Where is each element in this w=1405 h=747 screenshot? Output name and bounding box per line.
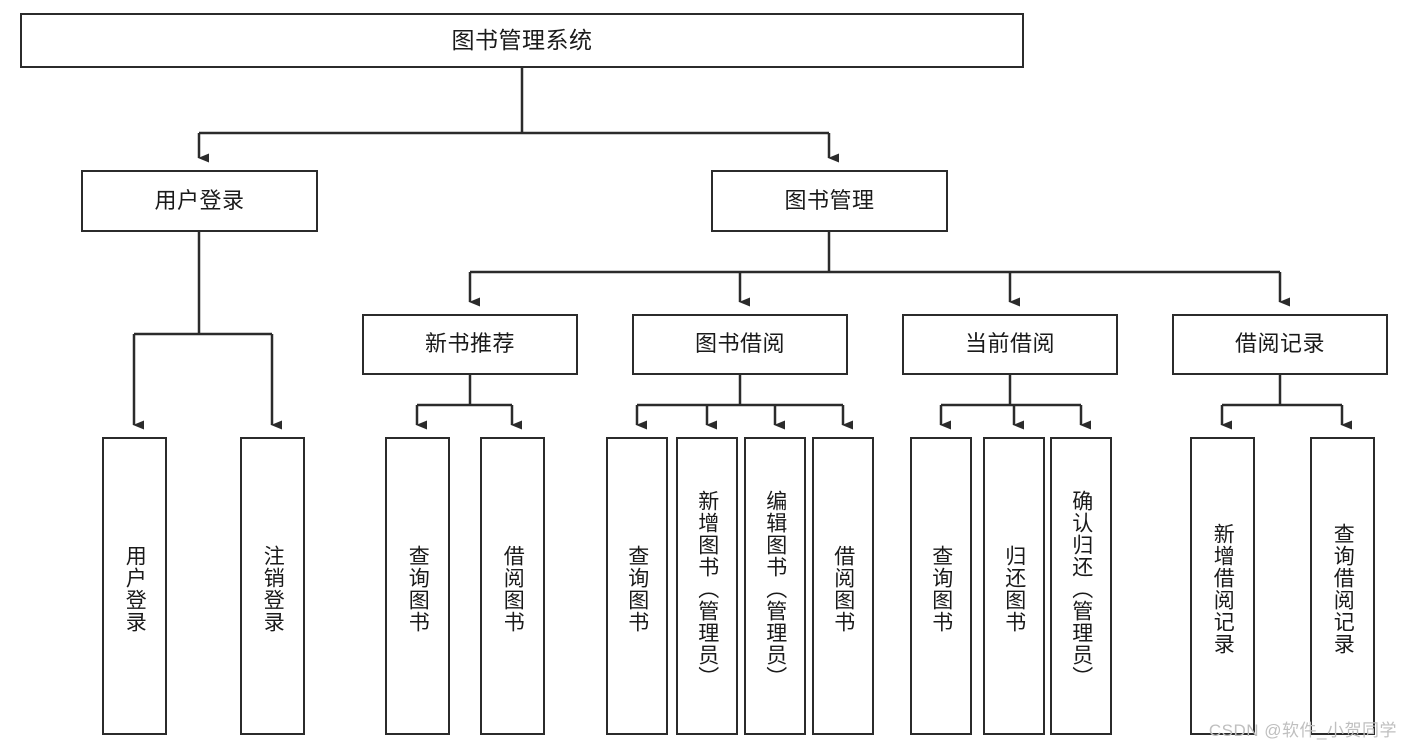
node-leaf-return-book[interactable]: 归还图书 bbox=[983, 437, 1045, 735]
node-leaf-add-book[interactable]: 新增图书（管理员） bbox=[676, 437, 738, 735]
node-label: 新增图书（管理员） bbox=[695, 490, 719, 688]
node-label: 图书借阅 bbox=[694, 331, 785, 357]
node-leaf-borrow-books-1[interactable]: 借阅图书 bbox=[480, 437, 545, 735]
watermark-text: CSDN @软件_小贺同学 bbox=[1208, 721, 1397, 740]
node-label: 新增借阅记录 bbox=[1211, 523, 1235, 655]
node-book-manage[interactable]: 图书管理 bbox=[711, 170, 948, 232]
node-new-book-recommend[interactable]: 新书推荐 bbox=[362, 314, 578, 375]
node-leaf-confirm-return[interactable]: 确认归还（管理员） bbox=[1050, 437, 1112, 735]
node-current-borrow[interactable]: 当前借阅 bbox=[902, 314, 1118, 375]
node-user-login[interactable]: 用户登录 bbox=[81, 170, 318, 232]
node-label: 当前借阅 bbox=[964, 331, 1055, 357]
node-label: 新书推荐 bbox=[424, 331, 515, 357]
node-label: 确认归还（管理员） bbox=[1069, 490, 1093, 688]
node-label: 用户登录 bbox=[123, 545, 147, 633]
node-leaf-borrow-books-2[interactable]: 借阅图书 bbox=[812, 437, 874, 735]
node-leaf-query-books-1[interactable]: 查询图书 bbox=[385, 437, 450, 735]
node-label: 图书管理系统 bbox=[451, 26, 593, 53]
node-label: 查询图书 bbox=[625, 545, 649, 633]
node-leaf-add-record[interactable]: 新增借阅记录 bbox=[1190, 437, 1255, 735]
node-borrow-record[interactable]: 借阅记录 bbox=[1172, 314, 1388, 375]
node-label: 借阅图书 bbox=[831, 545, 855, 633]
node-label: 查询图书 bbox=[929, 545, 953, 633]
node-label: 注销登录 bbox=[261, 545, 285, 633]
node-leaf-query-record[interactable]: 查询借阅记录 bbox=[1310, 437, 1375, 735]
node-leaf-query-books-3[interactable]: 查询图书 bbox=[910, 437, 972, 735]
node-leaf-user-login[interactable]: 用户登录 bbox=[102, 437, 167, 735]
node-leaf-query-books-2[interactable]: 查询图书 bbox=[606, 437, 668, 735]
node-label: 借阅图书 bbox=[501, 545, 525, 633]
node-label: 归还图书 bbox=[1002, 545, 1026, 633]
node-label: 图书管理 bbox=[784, 187, 875, 213]
node-label: 查询图书 bbox=[406, 545, 430, 633]
node-book-borrow[interactable]: 图书借阅 bbox=[632, 314, 848, 375]
node-label: 用户登录 bbox=[154, 187, 245, 213]
node-leaf-user-logout[interactable]: 注销登录 bbox=[240, 437, 305, 735]
node-label: 编辑图书（管理员） bbox=[763, 490, 787, 688]
node-label: 查询借阅记录 bbox=[1331, 523, 1355, 655]
node-root-system[interactable]: 图书管理系统 bbox=[20, 13, 1024, 68]
node-label: 借阅记录 bbox=[1234, 331, 1325, 357]
node-leaf-edit-book[interactable]: 编辑图书（管理员） bbox=[744, 437, 806, 735]
